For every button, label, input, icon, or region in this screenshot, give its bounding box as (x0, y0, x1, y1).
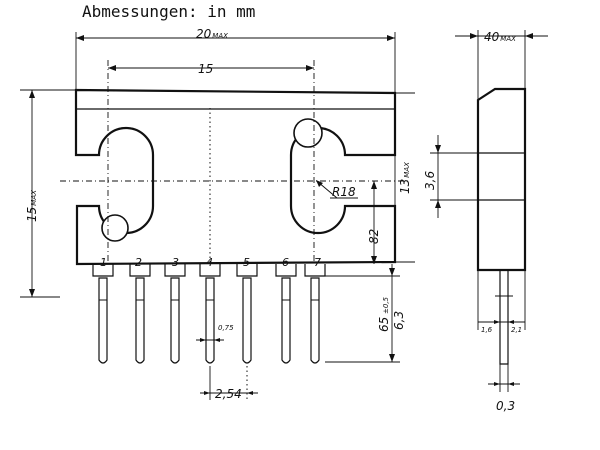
side-lead (499, 270, 509, 365)
side-left-label: 1,6 (481, 326, 493, 334)
pin-number: 4 (206, 256, 213, 269)
front-view: R18 1 2 3 4 5 6 7 20MAX (20, 27, 415, 401)
lead-thickness-label: 0,3 (496, 399, 515, 413)
lead-7 (310, 277, 320, 364)
lead-2 (135, 277, 145, 364)
lead-length-tol-label: ±0,5 (382, 296, 390, 314)
notch-to-pins-label: 82 (367, 229, 381, 244)
lead-shoulders (92, 264, 326, 277)
lead-6 (281, 277, 291, 364)
width-max-label: 20MAX (196, 27, 228, 41)
lead-length-label-a: 65 (377, 317, 391, 332)
pin-number: 6 (282, 256, 289, 269)
pin-number: 2 (135, 256, 142, 269)
pin-number: 3 (172, 256, 179, 269)
pin-number: 1 (100, 256, 107, 269)
lead-1 (98, 277, 108, 364)
body-height-label: 13MAX (398, 162, 412, 194)
side-right-label: 2,1 (511, 326, 522, 334)
drawing-title: Abmessungen: in mm (82, 2, 255, 21)
pin-pitch-label: 2,54 (215, 387, 242, 401)
side-view: 40MAX 3,6 1,6 2,1 0,3 (423, 30, 548, 413)
mounting-hole-top-right (293, 118, 323, 148)
side-body (476, 87, 527, 272)
hole-spacing-label: 15 (198, 62, 213, 76)
lead-5 (242, 277, 252, 364)
pin-number: 7 (314, 256, 321, 269)
height-max-label: 15MAX (25, 190, 39, 222)
lead-length-label-b: 6,3 (392, 311, 406, 330)
radius-arrow (316, 180, 323, 187)
lead-3 (170, 277, 180, 364)
mounting-hole-bottom-left (101, 214, 129, 242)
lead-width-label: 0,75 (218, 324, 234, 332)
pin-number: 5 (243, 256, 250, 269)
radius-label: R18 (332, 185, 356, 199)
lead-4 (205, 277, 215, 364)
side-tab-label: 3,6 (423, 171, 437, 190)
leads (92, 264, 326, 364)
depth-max-label: 40MAX (484, 30, 516, 44)
